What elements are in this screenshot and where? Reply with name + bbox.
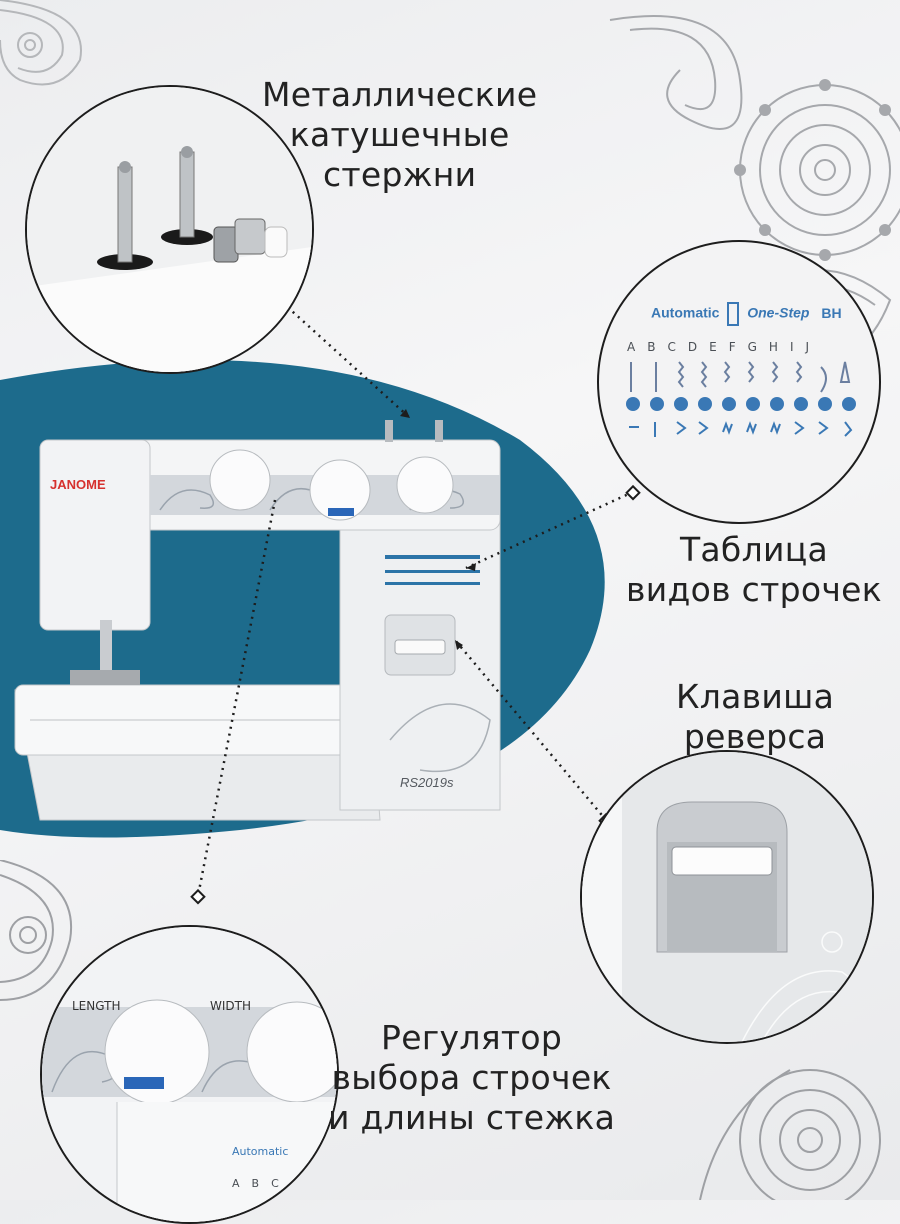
connector-dot-icon <box>190 888 206 905</box>
paisley-ornament-mid-left <box>0 860 73 1001</box>
paisley-ornament-top-left <box>0 0 82 86</box>
label-stitch-table: Таблица видов строчек <box>626 530 882 609</box>
dial-automatic-label: Automatic <box>232 1145 289 1158</box>
zoom-circle-reverse-lever <box>580 750 874 1044</box>
brand-logo: JANOME <box>50 477 106 492</box>
paisley-ornament-bottom-right <box>699 1069 881 1200</box>
connector-dot-icon <box>625 484 641 501</box>
label-reverse-lever: Клавиша реверса <box>676 677 835 756</box>
sewing-machine: JANOME RS2019s <box>10 420 520 840</box>
dial-length-label: LENGTH <box>72 999 121 1013</box>
stitch-symbols <box>626 361 856 437</box>
zoom-circle-spool-pins <box>25 85 314 374</box>
dial-width-label: WIDTH <box>210 999 251 1013</box>
label-regulator: Регулятор выбора строчек и длины стежка <box>328 1018 616 1137</box>
label-spool-pins: Металлические катушечные стержни <box>262 75 538 194</box>
stitch-table-header: Automatic One-Step BH <box>651 302 842 326</box>
model-label: RS2019s <box>400 775 454 790</box>
